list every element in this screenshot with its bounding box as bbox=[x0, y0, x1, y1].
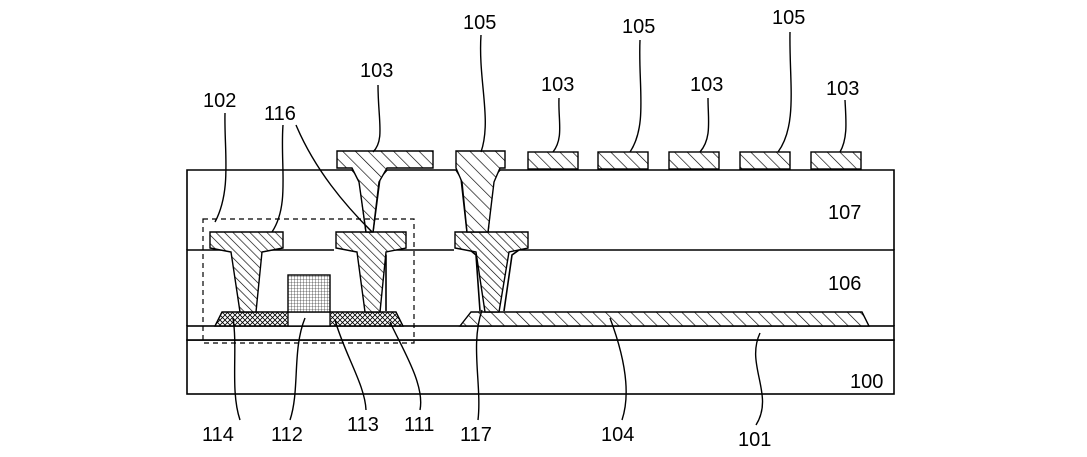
via-plug-117 bbox=[455, 232, 528, 312]
leader-103-c bbox=[700, 98, 709, 152]
substrate-layer bbox=[187, 340, 894, 394]
label-112: 112 bbox=[271, 424, 303, 446]
label-107: 107 bbox=[828, 202, 861, 224]
label-105-b: 105 bbox=[622, 16, 655, 38]
via-plug-116-left bbox=[210, 232, 283, 312]
label-105-c: 105 bbox=[772, 7, 805, 29]
label-103-d: 103 bbox=[826, 78, 859, 100]
leader-103-a bbox=[373, 85, 380, 152]
insulating-layer-107 bbox=[187, 170, 894, 250]
label-102: 102 bbox=[203, 90, 236, 112]
pad-105-c bbox=[740, 152, 790, 169]
channel-region bbox=[288, 312, 330, 326]
base-insulating-layer bbox=[187, 326, 894, 340]
pad-105-via bbox=[456, 151, 505, 232]
label-113: 113 bbox=[347, 414, 379, 436]
pad-103-b bbox=[528, 152, 578, 169]
leader-105-b bbox=[630, 40, 641, 152]
leader-102 bbox=[215, 113, 226, 222]
pad-103-c bbox=[669, 152, 719, 169]
gate-electrode bbox=[288, 275, 330, 312]
leader-105-c bbox=[778, 32, 791, 152]
label-114: 114 bbox=[202, 424, 234, 446]
leader-105-a bbox=[481, 35, 486, 152]
pad-103-d bbox=[811, 152, 861, 169]
label-104: 104 bbox=[601, 424, 634, 446]
label-103-a: 103 bbox=[360, 60, 393, 82]
label-111: 111 bbox=[404, 414, 434, 436]
pad-103-via bbox=[337, 151, 433, 232]
leader-103-d bbox=[840, 100, 846, 152]
label-105-a: 105 bbox=[463, 12, 496, 34]
leader-116-a bbox=[272, 125, 283, 232]
pad-105-b bbox=[598, 152, 648, 169]
via-plug-116-right bbox=[336, 232, 406, 312]
leader-103-b bbox=[553, 98, 560, 152]
label-106: 106 bbox=[828, 273, 861, 295]
label-103-b: 103 bbox=[541, 74, 574, 96]
label-116: 116 bbox=[264, 103, 296, 125]
label-101: 101 bbox=[738, 429, 771, 451]
electrode-layer bbox=[460, 312, 869, 326]
label-100: 100 bbox=[850, 371, 883, 393]
label-103-c: 103 bbox=[690, 74, 723, 96]
label-117: 117 bbox=[460, 424, 492, 446]
